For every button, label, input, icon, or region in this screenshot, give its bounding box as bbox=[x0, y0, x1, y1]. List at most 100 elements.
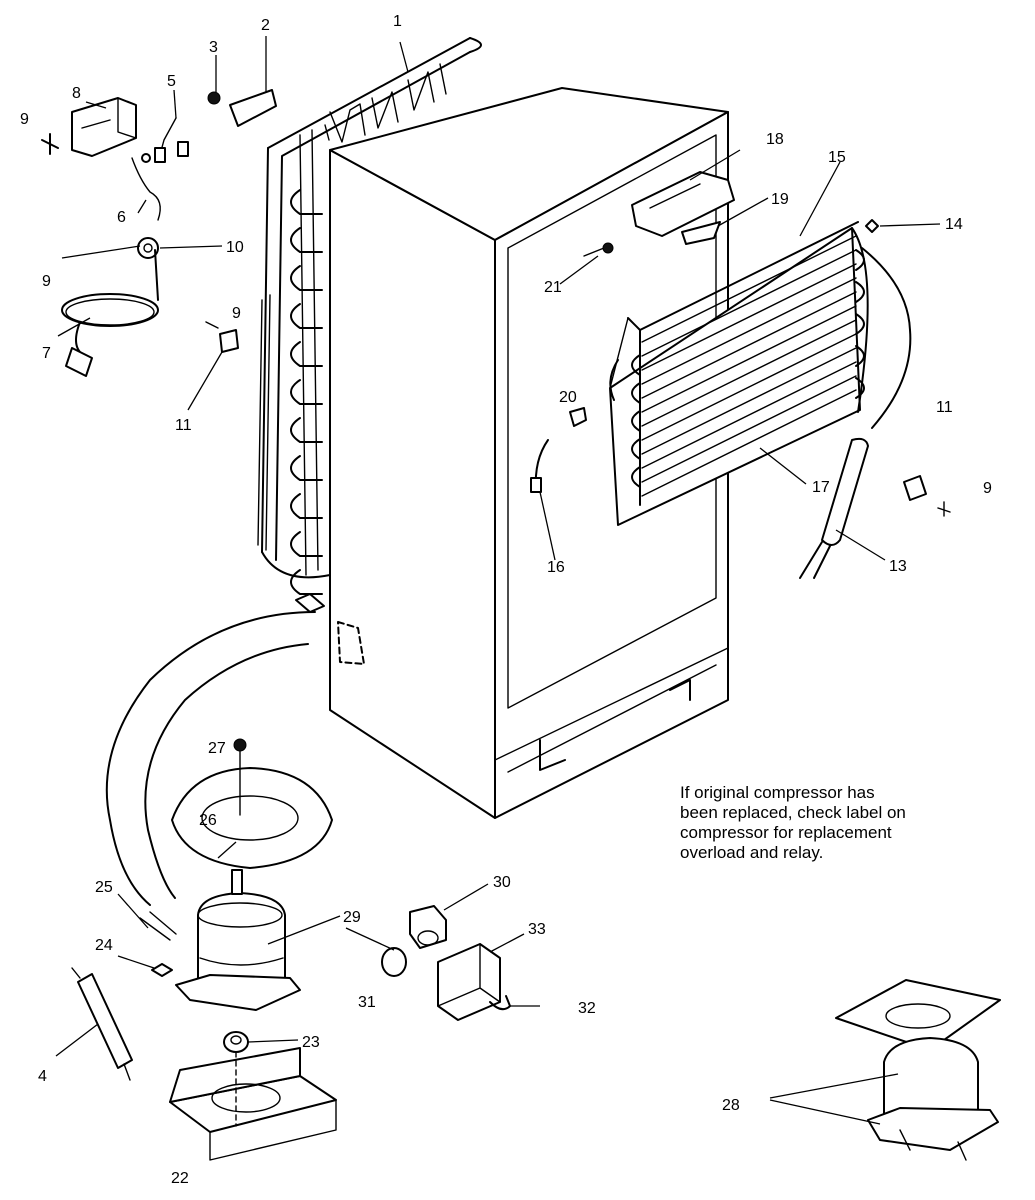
callout-33: 33 bbox=[528, 921, 546, 938]
coil-loop bbox=[290, 265, 323, 291]
evaporator-return-bend bbox=[855, 345, 865, 367]
evaporator-fin bbox=[641, 235, 857, 343]
callout-7: 7 bbox=[42, 345, 51, 362]
part-22-base-bracket bbox=[169, 1047, 337, 1161]
part-23-grommet bbox=[223, 1031, 249, 1053]
part-25-suction-tube bbox=[105, 611, 316, 941]
part-21-screw bbox=[583, 242, 614, 257]
part-11-clip-right bbox=[903, 475, 951, 517]
callout-22: 22 bbox=[171, 1170, 189, 1187]
evaporator-return-bend bbox=[631, 382, 641, 404]
screw-9-icon bbox=[41, 133, 59, 155]
callout-5: 5 bbox=[167, 73, 176, 90]
note-line: compressor for replacement bbox=[680, 823, 892, 842]
callout-9b: 9 bbox=[42, 273, 51, 290]
evaporator-return-bend bbox=[631, 466, 641, 488]
evaporator-fin bbox=[641, 263, 857, 371]
callout-10: 10 bbox=[226, 239, 244, 256]
evaporator-fin bbox=[641, 347, 857, 455]
callout-16: 16 bbox=[547, 559, 565, 576]
replacement-note: If original compressor has been replaced… bbox=[680, 783, 980, 863]
callout-19: 19 bbox=[771, 191, 789, 208]
evaporator-fin bbox=[641, 389, 857, 497]
callout-4: 4 bbox=[38, 1068, 47, 1085]
callout-21: 21 bbox=[544, 279, 562, 296]
compressor-unit bbox=[175, 869, 301, 1011]
callout-30: 30 bbox=[493, 874, 511, 891]
coil-loop bbox=[290, 189, 323, 215]
part-19-clip bbox=[681, 221, 721, 245]
callout-11a: 11 bbox=[175, 417, 192, 434]
callout-31: 31 bbox=[358, 994, 376, 1011]
part-18-bracket-top bbox=[631, 171, 735, 237]
note-line: overload and relay. bbox=[680, 843, 824, 862]
callout-15: 15 bbox=[828, 149, 846, 166]
coil-loop bbox=[290, 303, 323, 329]
refrigerator-cabinet bbox=[295, 87, 729, 819]
part-32-clip bbox=[489, 995, 511, 1011]
evaporator-return-bend bbox=[855, 377, 865, 399]
callout-8: 8 bbox=[72, 85, 81, 102]
part-5-wire-harness bbox=[131, 117, 189, 221]
callout-1: 1 bbox=[393, 13, 402, 30]
condenser-coil bbox=[257, 37, 482, 595]
evaporator-fin bbox=[641, 333, 857, 441]
coil-loop bbox=[290, 379, 323, 405]
part-7-power-cord bbox=[61, 249, 159, 377]
evaporator-fin bbox=[641, 249, 857, 357]
callout-20: 20 bbox=[559, 389, 577, 406]
callout-9a: 9 bbox=[20, 111, 29, 128]
evaporator-fin bbox=[641, 319, 857, 427]
callout-25: 25 bbox=[95, 879, 113, 896]
evaporator-fin bbox=[641, 375, 857, 483]
callout-11b: 11 bbox=[936, 399, 953, 416]
callout-24: 24 bbox=[95, 937, 113, 954]
part-16-tube bbox=[530, 439, 549, 493]
part-13-drain-hose bbox=[799, 437, 869, 579]
part-30-relay bbox=[409, 905, 447, 949]
callout-17: 17 bbox=[812, 479, 830, 496]
evaporator-assembly bbox=[609, 219, 912, 526]
part-8-bracket bbox=[71, 97, 137, 157]
evaporator-return-bend bbox=[631, 438, 641, 460]
note-line: been replaced, check label on bbox=[680, 803, 906, 822]
callout-28: 28 bbox=[722, 1097, 740, 1114]
part-11-clip-left bbox=[205, 321, 239, 353]
callout-14: 14 bbox=[945, 216, 963, 233]
evaporator-return-bend bbox=[855, 313, 865, 335]
part-26-mounting-pad bbox=[171, 738, 333, 869]
callout-23: 23 bbox=[302, 1034, 320, 1051]
coil-loop bbox=[290, 531, 323, 557]
part-31-overload bbox=[381, 947, 407, 977]
coil-loop bbox=[290, 455, 323, 481]
callout-13: 13 bbox=[889, 558, 907, 575]
leader-lines bbox=[55, 36, 941, 1125]
evaporator-return-bend bbox=[631, 354, 641, 376]
part-4-filter-drier bbox=[71, 967, 133, 1081]
coil-loop bbox=[290, 417, 323, 443]
callout-3: 3 bbox=[209, 39, 218, 56]
callout-27: 27 bbox=[208, 740, 226, 757]
note-line: If original compressor has bbox=[680, 783, 875, 802]
coil-loop bbox=[290, 493, 323, 519]
coil-loop bbox=[290, 227, 323, 253]
coil-loop bbox=[290, 569, 323, 595]
evaporator-fin bbox=[641, 361, 857, 469]
callout-9c: 9 bbox=[232, 305, 241, 322]
evaporator-return-bend bbox=[855, 281, 865, 303]
evaporator-fin bbox=[641, 291, 857, 399]
callout-2: 2 bbox=[261, 17, 270, 34]
callout-29: 29 bbox=[343, 909, 361, 926]
part-28-alternate-compressor bbox=[835, 979, 1001, 1161]
evaporator-fin bbox=[641, 305, 857, 413]
coil-loop bbox=[290, 341, 323, 367]
part-2-bracket bbox=[207, 89, 277, 127]
callout-26: 26 bbox=[199, 812, 217, 829]
part-33-relay-cover bbox=[437, 943, 501, 1021]
evaporator-return-bend bbox=[631, 410, 641, 432]
callout-32: 32 bbox=[578, 1000, 596, 1017]
callout-6: 6 bbox=[117, 209, 126, 226]
part-10-grommet bbox=[137, 237, 159, 259]
